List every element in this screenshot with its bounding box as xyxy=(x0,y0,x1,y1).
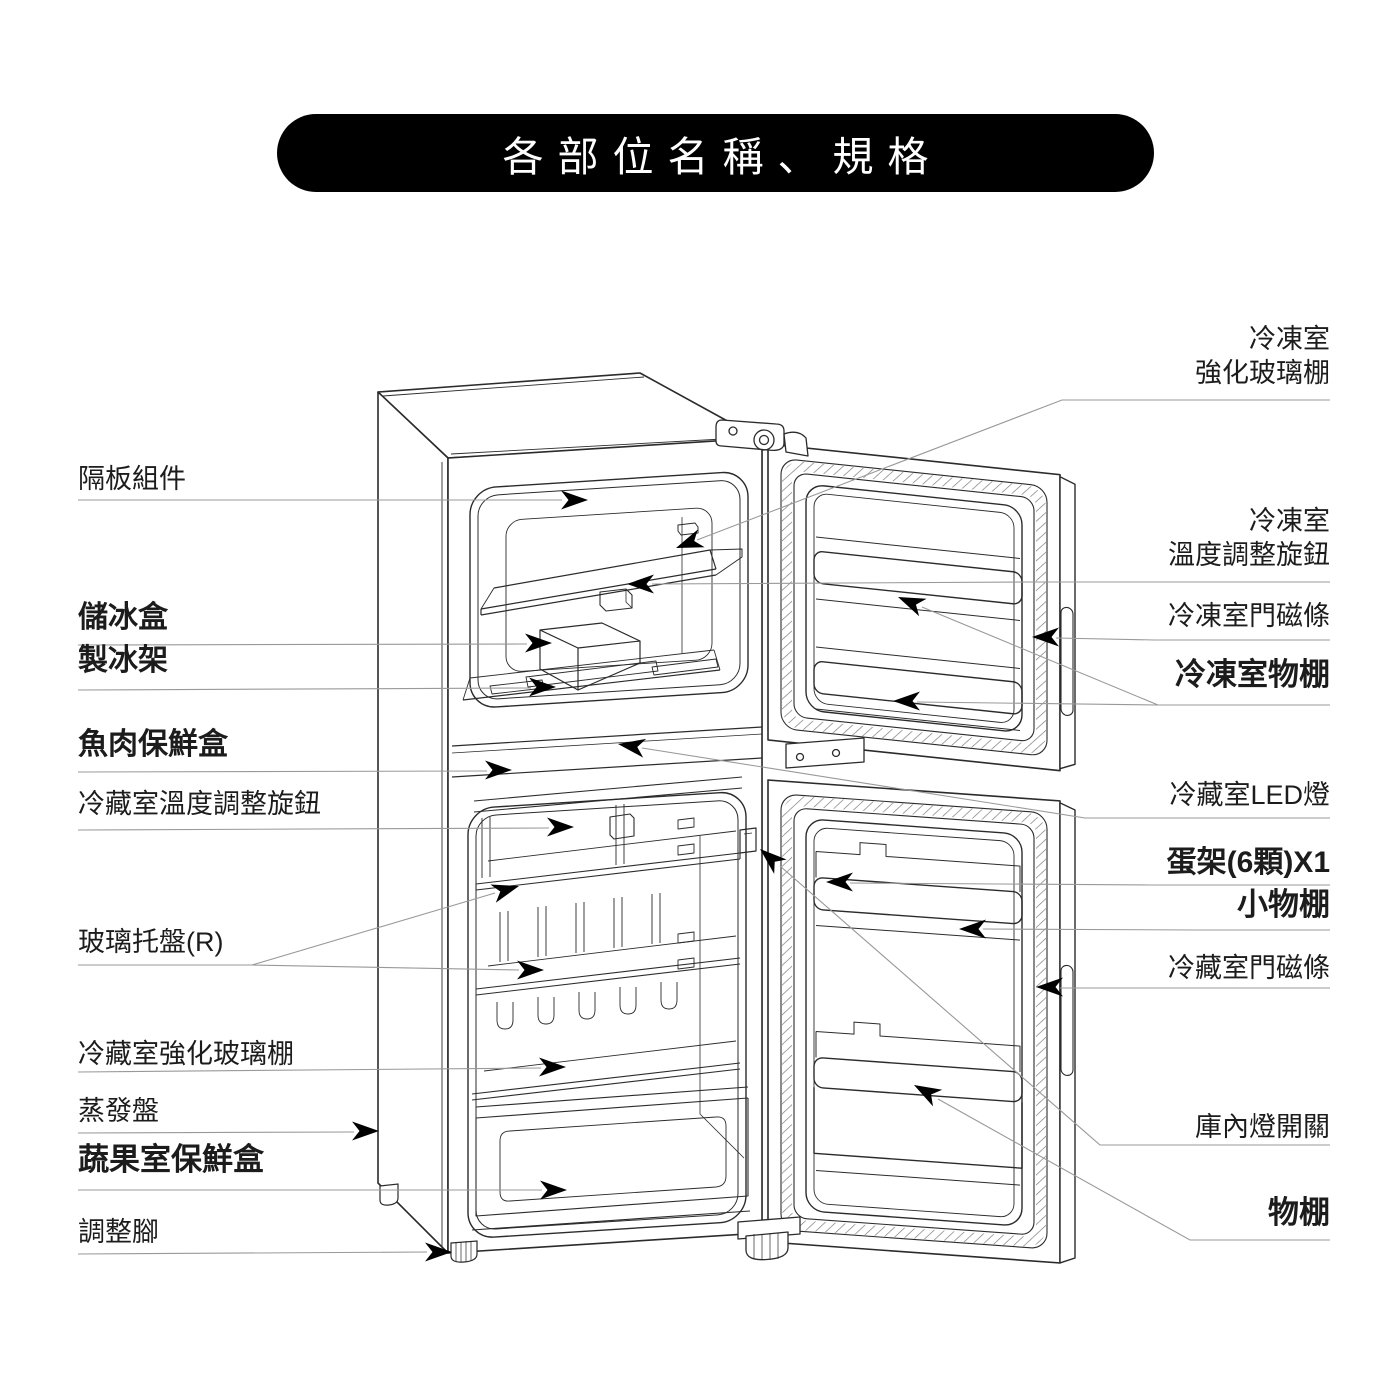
label-partition-assembly: 隔板組件 xyxy=(78,464,186,494)
label-fridge-temp-knob: 冷藏室溫度調整旋鈕 xyxy=(78,789,321,819)
label-fish-meat-fresh-box: 魚肉保鮮盒 xyxy=(78,728,228,761)
label-door-shelf: 物棚 xyxy=(1268,1195,1330,1230)
compartment-divider xyxy=(451,726,763,778)
label-glass-tray-r: 玻璃托盤(R) xyxy=(78,927,224,957)
label-egg-rack: 蛋架(6顆)X1 xyxy=(1166,846,1330,879)
label-ice-storage-box: 儲冰盒 xyxy=(78,601,168,634)
cabinet-feet xyxy=(379,1183,478,1263)
fridge-interior xyxy=(471,776,757,1231)
label-fridge-door-gasket: 冷藏室門磁條 xyxy=(1168,953,1330,983)
label-evaporation-tray: 蒸發盤 xyxy=(78,1096,159,1126)
label-fridge-tempered-shelf: 冷藏室強化玻璃棚 xyxy=(78,1039,294,1069)
label-vegetable-fresh-box: 蔬果室保鮮盒 xyxy=(78,1142,264,1177)
title-banner: 各部位名稱、規格 xyxy=(277,114,1154,192)
label-adjustable-foot: 調整腳 xyxy=(78,1217,159,1247)
label-small-shelf: 小物棚 xyxy=(1237,887,1330,922)
leader-lines xyxy=(77,399,1330,1255)
label-freezer-tempered-shelf: 冷凍室 強化玻璃棚 xyxy=(1195,324,1330,388)
freezer-door xyxy=(767,443,1076,772)
cabinet-front xyxy=(447,437,763,1254)
page-title: 各部位名稱、規格 xyxy=(502,134,943,180)
freezer-interior xyxy=(462,522,743,701)
hinges-and-foot xyxy=(715,419,865,1261)
cabinet-outline xyxy=(377,372,763,1254)
label-freezer-door-shelf: 冷凍室物棚 xyxy=(1175,657,1330,692)
label-ice-making-rack: 製冰架 xyxy=(78,644,168,677)
pointer-arrows xyxy=(352,490,1063,1262)
label-interior-light-switch: 庫內燈開關 xyxy=(1195,1112,1330,1142)
label-freezer-temp-knob: 冷凍室 溫度調整旋鈕 xyxy=(1168,506,1330,570)
fridge-door xyxy=(767,779,1076,1264)
label-freezer-door-gasket: 冷凍室門磁條 xyxy=(1168,601,1330,631)
label-fridge-led-light: 冷藏室LED燈 xyxy=(1169,780,1330,810)
